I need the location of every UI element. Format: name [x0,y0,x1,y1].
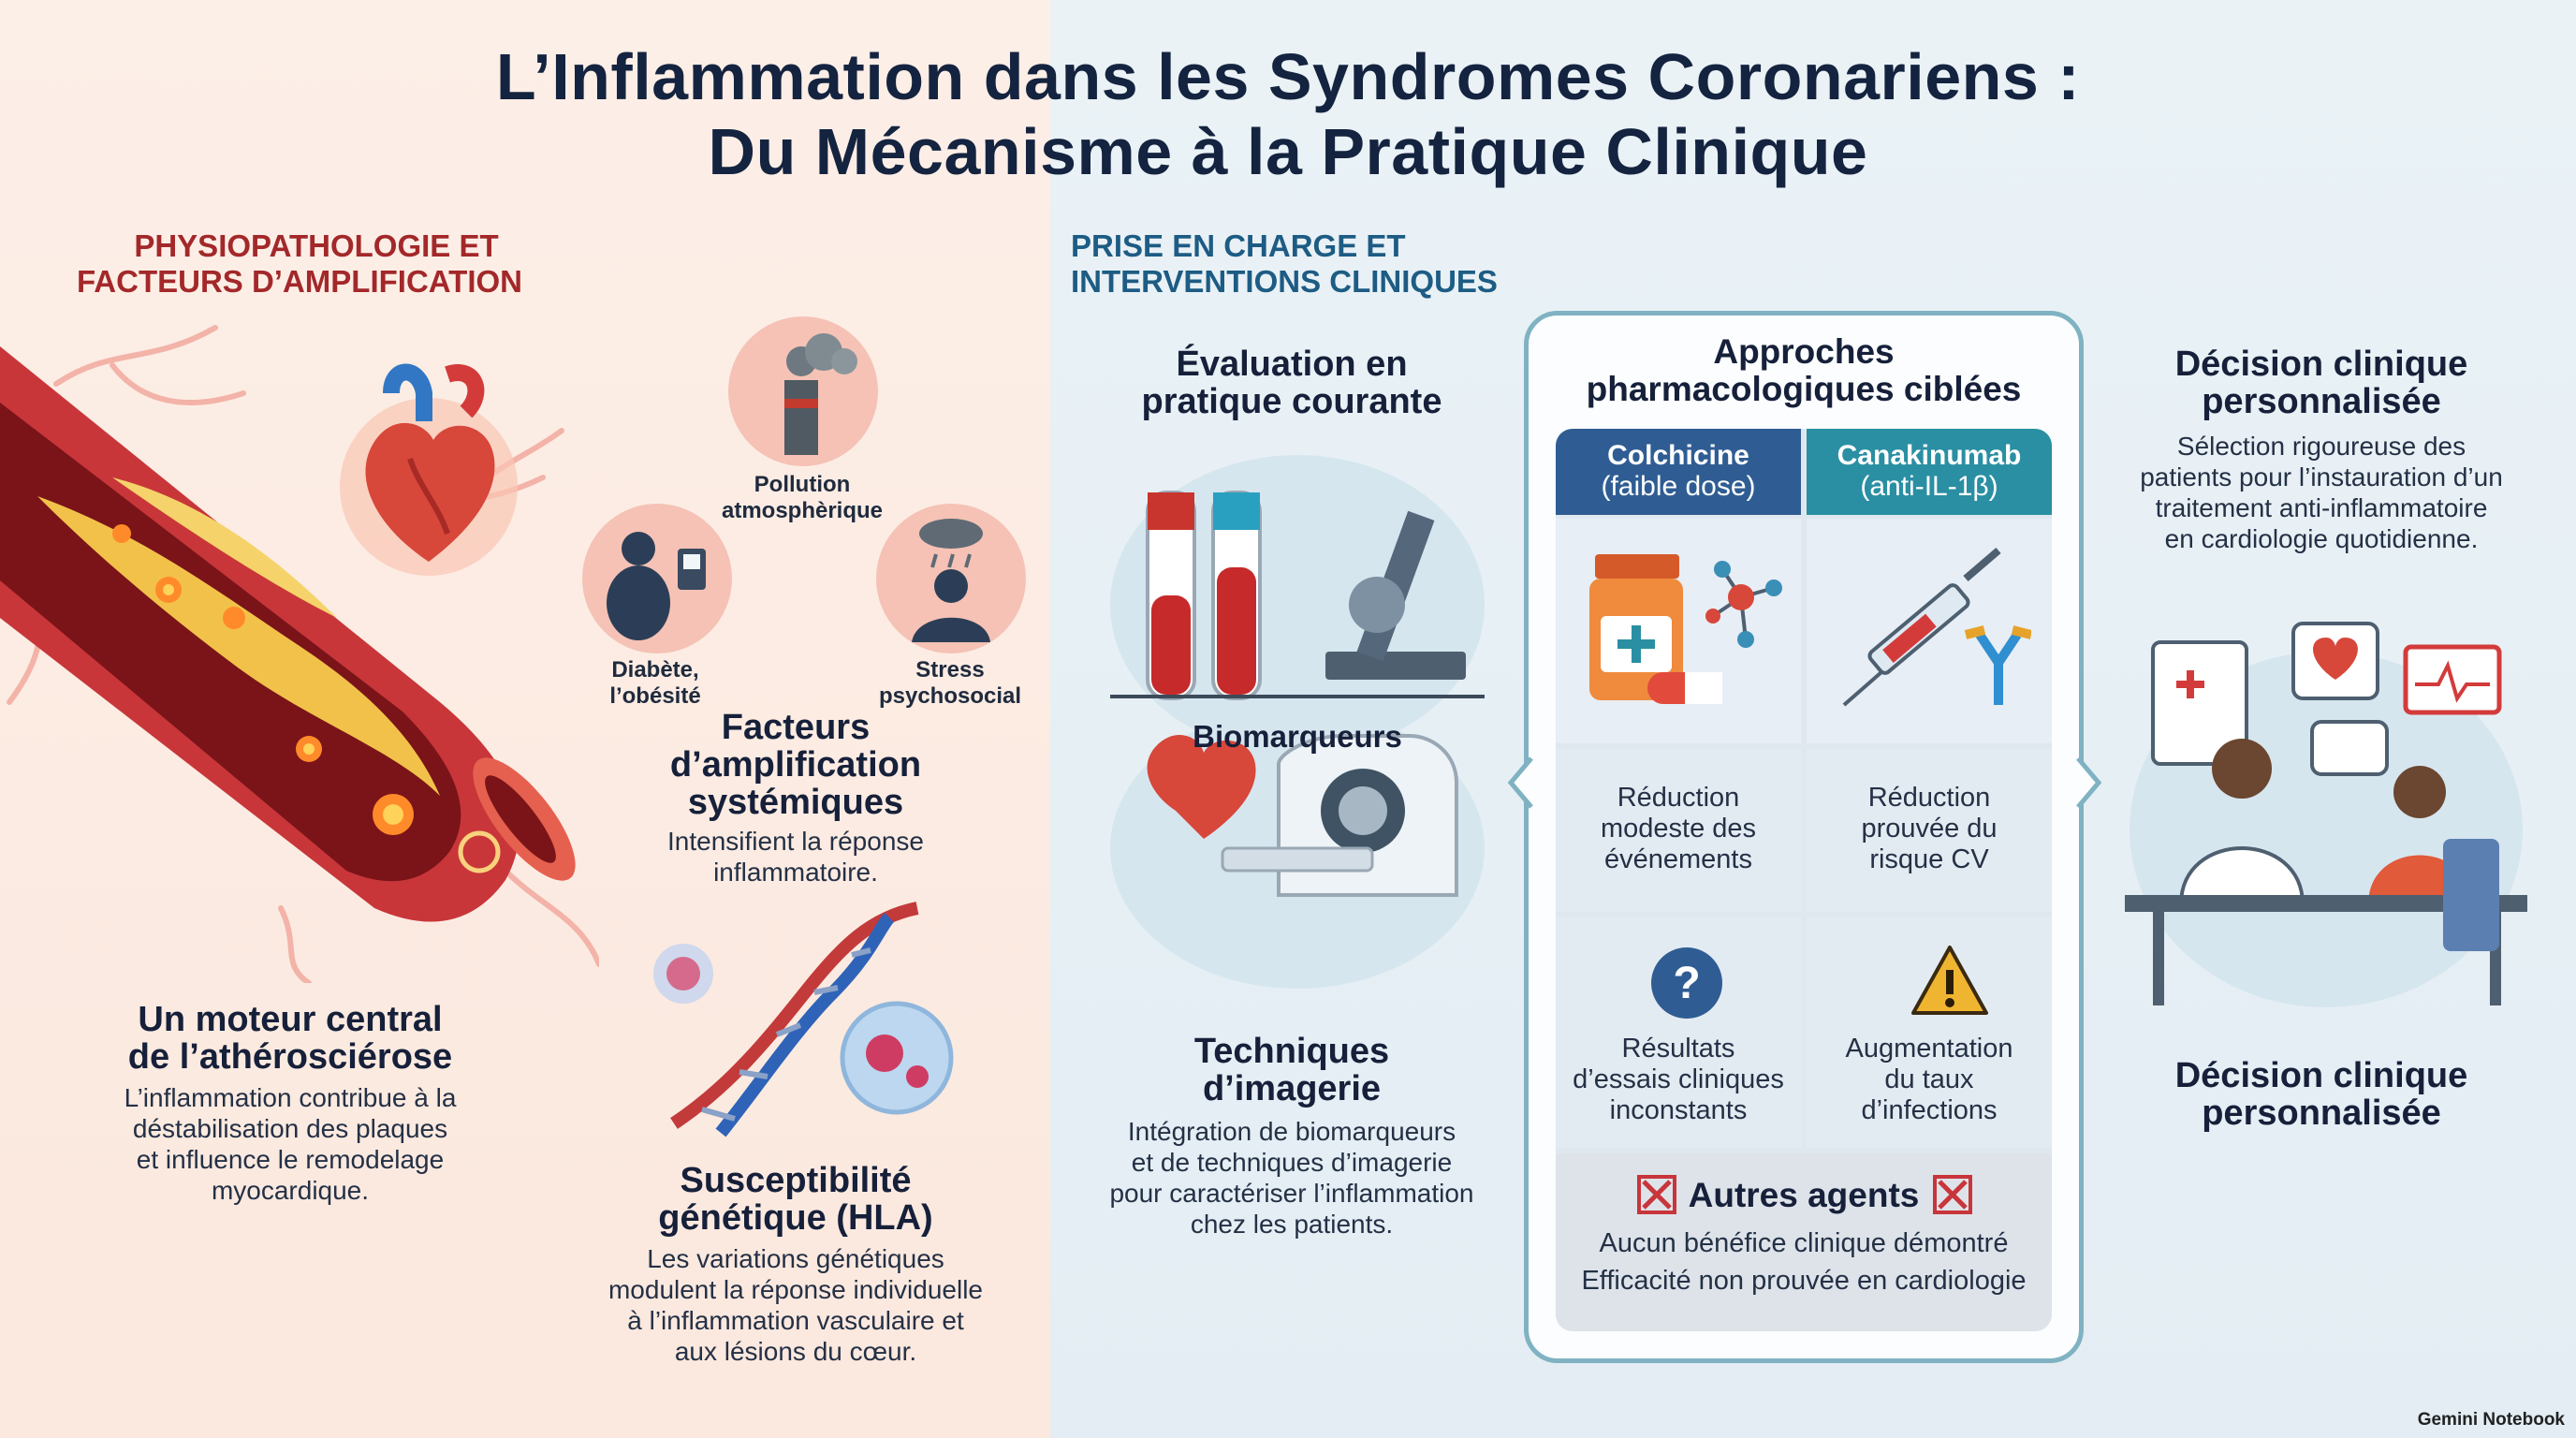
pollution-label-2: atmosphèrique [721,498,884,523]
canakinumab-limit-1: Augmentation [1845,1034,2013,1064]
left-section-title-1: PHYSIOPATHOLOGIE ET [134,228,499,263]
main-title-line-2: Du Mécanisme à la Pratique Clinique [708,115,1868,188]
decision-heading-1: Décision clinique [2174,345,2468,384]
colchicine-effect-3: événements [1604,844,1752,874]
right-section-title-2: INTERVENTIONS CLINIQUES [1071,264,1498,299]
heart-icon [340,363,518,576]
facteurs-heading-2: d’amplification [669,745,922,785]
evaluation-heading-2: pratique courante [1141,382,1442,421]
colchicine-effect-1: Réduction [1617,783,1740,813]
facteurs-heading-1: Facteurs [721,708,871,747]
genetique-text-1: Les variations génétiques [647,1244,944,1273]
diabete-label-1: Diabète, [611,657,699,682]
canakinumab-effect-3: risque CV [1869,844,1989,874]
biomarqueurs-label: Biomarqueurs [1193,719,1402,754]
diabete-obesite-icon [582,504,732,653]
stress-icon [876,504,1026,653]
left-section-title-2: FACTEURS D’AMPLIFICATION [76,264,523,299]
cross-icon-right [1933,1175,1972,1214]
imagerie-text-2: et de techniques d’imagerie [1131,1148,1453,1177]
evaluation-heading-1: Évaluation en [1176,345,1408,384]
pollution-icon [728,316,878,466]
decision-bottom-heading-2: personnalisée [2202,1093,2441,1133]
moteur-heading-2: de l’athérosciérose [127,1037,453,1077]
genetique-text-2: modulent la réponse individuelle [607,1275,984,1304]
gemini-notebook-logo: Gemini Notebook [2417,1410,2565,1430]
colchicine-effect-2: modeste des [1600,814,1757,844]
decision-heading-2: personnalisée [2202,382,2441,421]
canakinumab-sub: (anti-IL-1β) [1860,471,1998,502]
decision-bottom-heading-1: Décision clinique [2174,1056,2468,1095]
genetique-text-4: aux lésions du cœur. [674,1337,917,1366]
decision-text-2: patients pour l’instauration d’un [2140,462,2503,492]
autres-text-2: Efficacité non prouvée en cardiologie [1581,1266,2027,1296]
panel-arrow-right-icon [2076,756,2102,809]
decision-text-4: en cardiologie quotidienne. [2164,524,2479,553]
cross-icon-left [1637,1175,1676,1214]
moteur-text-1: L’inflammation contribue à la [124,1083,457,1112]
colchicine-name: Colchicine [1607,440,1749,471]
panel-arrow-left-icon [1507,756,1533,809]
diabete-label-2: l’obésité [609,683,701,709]
stress-label-1: Stress [915,657,985,682]
canakinumab-effect-cell [1807,749,2052,912]
right-section-title-1: PRISE EN CHARGE ET [1071,228,1406,263]
canakinumab-effect-1: Réduction [1867,783,1991,813]
decision-text-3: traitement anti-inflammatoire [2155,493,2488,522]
moteur-text-4: myocardique. [211,1176,370,1205]
canakinumab-limit-3: d’infections [1861,1095,1998,1125]
pill-bottle-icon [1589,554,1782,704]
syringe-antibody-icon [1842,547,2031,707]
colchicine-limit-3: inconstants [1609,1095,1748,1125]
genetique-heading-1: Susceptibilité [680,1161,912,1200]
imagerie-heading-2: d’imagerie [1202,1069,1382,1108]
colchicine-effect-cell [1556,749,1801,912]
colchicine-limit-1: Résultats [1621,1034,1735,1064]
canakinumab-name: Canakinumab [1837,440,2022,471]
colchicine-limit-2: d’essais cliniques [1573,1064,1784,1094]
approches-heading-2: pharmacologiques ciblées [1586,370,2022,408]
canakinumab-limit-2: du taux [1884,1064,1974,1094]
autres-heading: Autres agents [1688,1176,1920,1214]
svg-text:?: ? [1673,959,1700,1008]
decision-text-1: Sélection rigoureuse des [2176,432,2466,461]
genetique-heading-2: génétique (HLA) [658,1198,933,1238]
autres-text-1: Aucun bénéfice clinique démontré [1599,1228,2009,1258]
dna-illustration [653,902,954,1137]
approches-heading-1: Approches [1713,332,1895,371]
pollution-label-1: Pollution [754,472,851,497]
moteur-heading-1: Un moteur central [138,1000,443,1039]
biomarker-imaging-illustration [1110,455,1485,989]
canakinumab-header: Canakinumab (anti-IL-1β) [1807,429,2052,515]
artery-illustration [0,325,599,983]
facteurs-heading-3: systémiques [687,783,904,822]
imagerie-text-1: Intégration de biomarqueurs [1127,1117,1456,1146]
stress-label-2: psychosocial [878,683,1022,709]
doctor-patient-illustration [2125,622,2527,1007]
genetique-text-3: à l’inflammation vasculaire et [627,1306,964,1335]
canakinumab-limit-cell [1807,917,2052,1148]
imagerie-text-4: chez les patients. [1190,1210,1394,1239]
imagerie-text-3: pour caractériser l’inflammation [1109,1179,1474,1208]
question-icon: ? [1651,947,1722,1019]
canakinumab-effect-2: prouvée du [1861,814,1998,844]
facteurs-text-1: Intensifient la réponse [667,827,924,856]
warning-icon [1911,946,1988,1015]
facteurs-text-2: inflammatoire. [713,858,878,887]
main-title-line-1: L’Inflammation dans les Syndromes Corona… [495,40,2081,113]
imagerie-heading-1: Techniques [1193,1032,1390,1071]
moteur-text-3: et influence le remodelage [136,1145,445,1174]
moteur-text-2: déstabilisation des plaques [132,1114,448,1143]
colchicine-header: Colchicine (faible dose) [1556,429,1801,515]
colchicine-sub: (faible dose) [1601,471,1756,502]
